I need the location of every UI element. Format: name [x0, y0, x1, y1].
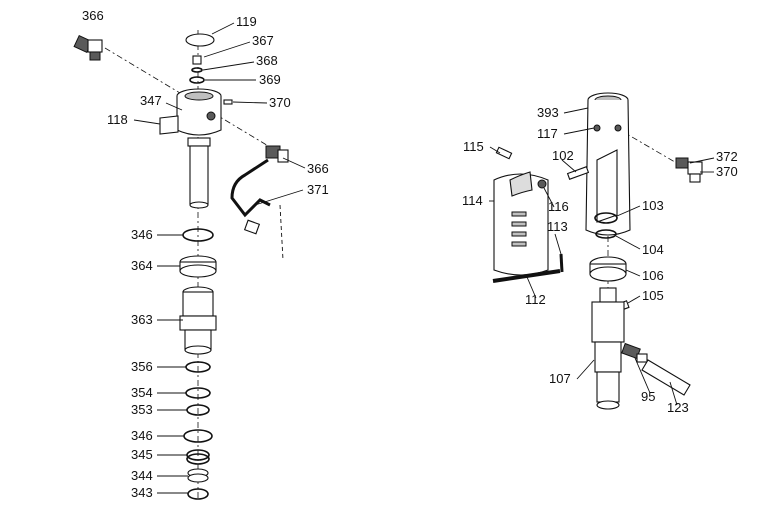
- label-107: 107: [549, 371, 571, 386]
- label-367: 367: [252, 33, 274, 48]
- ring-369: [189, 76, 205, 84]
- label-117: 117: [537, 126, 558, 141]
- label-343: 343: [131, 485, 153, 500]
- label-370-right: 370: [716, 164, 738, 179]
- elbow-fitting-366-top: [73, 34, 103, 61]
- nut-364: [179, 255, 217, 278]
- label-106: 106: [642, 268, 664, 283]
- ring-343: [187, 488, 209, 500]
- fitting-95: [621, 342, 648, 363]
- pump-107: [591, 287, 625, 410]
- displacement-tube: [187, 137, 211, 209]
- right-assembly: [489, 92, 715, 410]
- screw-367: [192, 55, 202, 65]
- screw-115: [495, 146, 513, 160]
- housing-347: [176, 88, 222, 136]
- left-assembly: [73, 22, 306, 500]
- ring-103: [594, 212, 618, 224]
- label-366-top: 366: [82, 8, 104, 23]
- label-356: 356: [131, 359, 153, 374]
- spring-344: [187, 468, 209, 483]
- part-labels: 366 119 367 368 369 370 347 118 366 371 …: [82, 8, 738, 500]
- label-346-b: 346: [131, 428, 153, 443]
- elbow-fitting-366-right: [265, 145, 289, 163]
- label-95: 95: [641, 389, 655, 404]
- left-leader-lines: [133, 22, 306, 494]
- guard-114: [493, 171, 549, 276]
- label-118: 118: [107, 112, 128, 127]
- tube-123: [641, 359, 691, 396]
- nut-106: [589, 256, 627, 282]
- sleeve-363: [179, 286, 217, 355]
- label-371: 371: [307, 182, 329, 197]
- label-115: 115: [463, 139, 484, 154]
- cap-119: [185, 33, 215, 47]
- right-leader-lines: [489, 107, 715, 406]
- label-370-left: 370: [269, 95, 291, 110]
- label-112: 112: [525, 292, 546, 307]
- pin-370-left: [223, 99, 233, 105]
- tag-118: [159, 115, 179, 135]
- screw-102: [566, 166, 590, 180]
- ring-368: [191, 67, 203, 73]
- label-114: 114: [462, 193, 483, 208]
- label-116: 116: [548, 199, 569, 214]
- label-123: 123: [667, 400, 689, 415]
- label-369: 369: [259, 72, 281, 87]
- label-347: 347: [140, 93, 162, 108]
- label-346-a: 346: [131, 227, 153, 242]
- label-363: 363: [131, 312, 153, 327]
- housing-393: [585, 92, 631, 236]
- label-104: 104: [642, 242, 664, 257]
- tube-371: [230, 158, 271, 218]
- label-345: 345: [131, 447, 153, 462]
- rod-112: [492, 269, 561, 283]
- label-393: 393: [537, 105, 559, 120]
- nut-116: [537, 179, 547, 189]
- label-366-right: 366: [307, 161, 329, 176]
- label-119: 119: [236, 14, 257, 29]
- ring-104: [595, 229, 617, 239]
- label-364: 364: [131, 258, 153, 273]
- label-354: 354: [131, 385, 153, 400]
- label-113: 113: [547, 219, 568, 234]
- label-353: 353: [131, 402, 153, 417]
- label-105: 105: [642, 288, 664, 303]
- label-344: 344: [131, 468, 153, 483]
- label-102: 102: [552, 148, 574, 163]
- right-diagonal-axis: [619, 129, 681, 166]
- label-368: 368: [256, 53, 278, 68]
- pin-113: [559, 253, 564, 273]
- label-103: 103: [642, 198, 664, 213]
- label-372: 372: [716, 149, 738, 164]
